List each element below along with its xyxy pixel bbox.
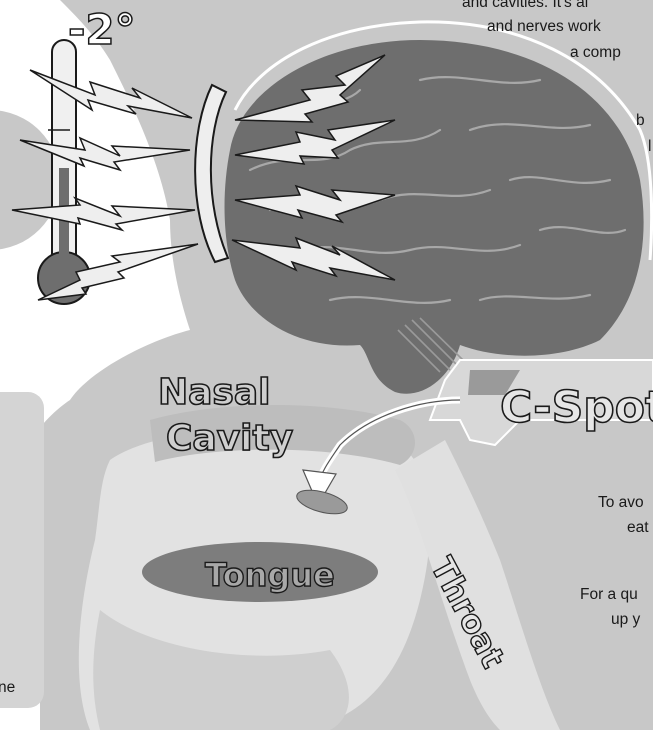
- right-text-line2: eat: [627, 517, 649, 539]
- right-text-line4: up y: [611, 609, 640, 631]
- nasal-label-line2: Cavity: [166, 418, 293, 459]
- top-text-line5: l: [648, 136, 651, 158]
- top-text-line4: b: [636, 110, 645, 132]
- top-text-line1: and cavities. It's al: [462, 0, 588, 14]
- top-text-line2: and nerves work: [487, 16, 601, 38]
- right-text-line1: To avo: [598, 492, 644, 514]
- left-box-text: ne: [0, 677, 15, 699]
- right-text-line3: For a qu: [580, 584, 638, 606]
- c-spot-label: C-Spot: [500, 382, 653, 433]
- thermometer-reading: -2°: [68, 5, 136, 54]
- nasal-label-line1: Nasal: [158, 372, 270, 413]
- top-text-line3: a comp: [570, 42, 621, 64]
- throat-label: Throat: [423, 551, 513, 674]
- tongue-label: Tongue: [205, 556, 335, 594]
